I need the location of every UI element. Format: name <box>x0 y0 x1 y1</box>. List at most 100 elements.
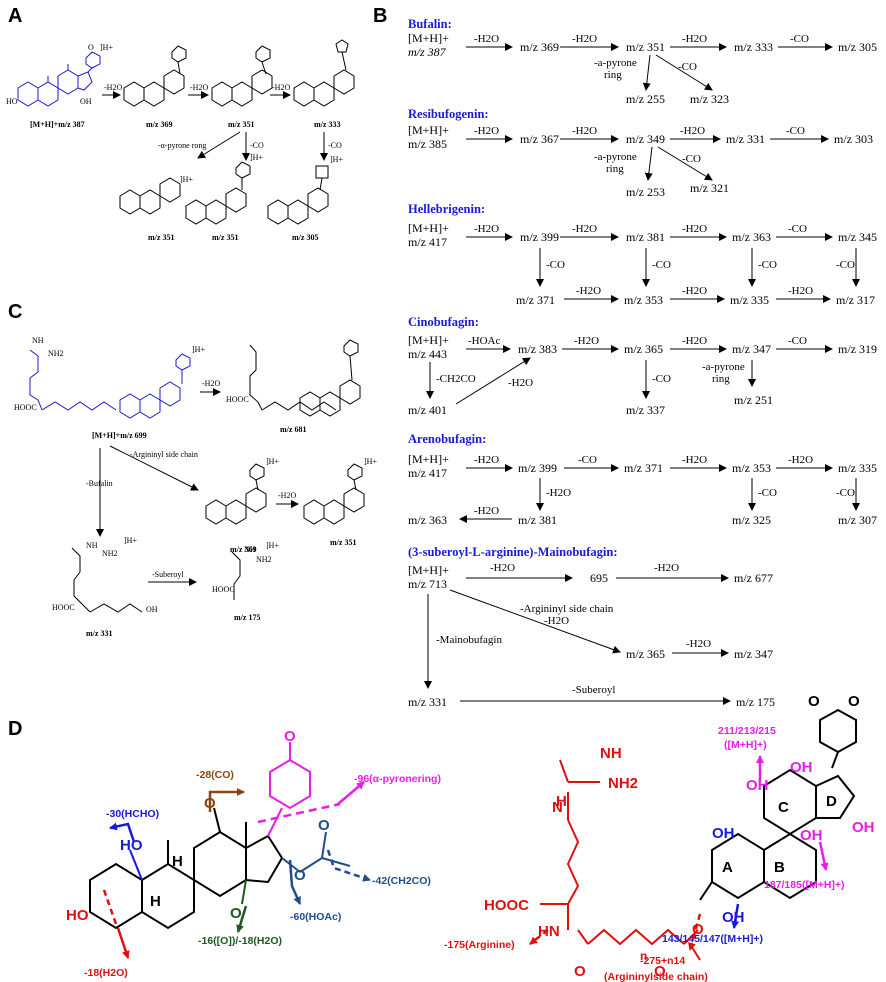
areno-mh: [M+H]+ <box>408 452 449 466</box>
areno-step-4: -H2O <box>788 454 813 466</box>
structure-c-351 <box>303 463 365 525</box>
bottom-3-hplus: ]H+ <box>330 155 343 164</box>
bufalin-pyrone-1: -a-pyrone <box>594 57 637 69</box>
c-hooc-1: HOOC <box>14 403 37 412</box>
resi-253: m/z 253 <box>626 185 665 199</box>
helle-335: m/z 335 <box>730 293 769 307</box>
step-a3: -H2O <box>272 83 290 92</box>
c-parent-mz: [M+H]+m/z 699 <box>92 431 147 440</box>
resi-step-2: -H2O <box>572 125 597 137</box>
c-hplus-175: ]H+ <box>266 541 279 550</box>
left-o-acetyl: O <box>318 817 330 834</box>
bufalin-pyrone-2: ring <box>604 69 622 81</box>
cino-pyrone-1: -a-pyrone <box>702 361 745 373</box>
c-hplus-369: ]H+ <box>266 457 279 466</box>
right-o-ester: O <box>654 963 666 980</box>
bottom-2-hplus: ]H+ <box>250 153 263 162</box>
c-mz-681: m/z 681 <box>280 425 306 434</box>
c-mz-175: m/z 175 <box>234 613 260 622</box>
left-ann-ch2co: -42(CH2CO) <box>372 875 431 887</box>
helle-step-2: -H2O <box>572 223 597 235</box>
cino-mh: [M+H]+ <box>408 333 449 347</box>
structure-c-369 <box>205 463 267 525</box>
resibufogenin-parent: m/z 385 <box>408 137 447 151</box>
bufalin-step-5: -CO <box>678 61 697 73</box>
mz-333-a: m/z 333 <box>314 120 340 129</box>
maino-parent: m/z 713 <box>408 577 447 591</box>
resi-arrow-5 <box>644 146 653 181</box>
structure-bottom-3 <box>267 165 329 225</box>
mainobufagin-title: (3-suberoyl-L-arginine)-Mainobufagin: <box>408 545 618 559</box>
resi-step-3: -H2O <box>680 125 705 137</box>
right-nh2: NH2 <box>608 775 638 792</box>
areno-step-8: -CO <box>836 487 855 499</box>
right-ann-bottom: 143/145/147([M+H]+) <box>662 933 763 945</box>
left-ho-3: HO <box>66 907 89 924</box>
cino-arrow-6 <box>455 357 531 405</box>
parent-ho-label: HO <box>6 97 18 106</box>
helle-parent: m/z 417 <box>408 235 447 249</box>
maino-step-4: -H2O <box>544 615 569 627</box>
maino-365: m/z 365 <box>626 647 665 661</box>
right-oh-3: OH <box>746 777 769 794</box>
cino-401: m/z 401 <box>408 403 447 417</box>
resi-step-5: -CO <box>682 153 701 165</box>
areno-381: m/z 381 <box>518 513 557 527</box>
bufalin-parent-structure <box>17 51 101 107</box>
bufalin-255: m/z 255 <box>626 92 665 106</box>
maino-step-2: -H2O <box>654 562 679 574</box>
panel-label-d: D <box>8 718 22 740</box>
c-mz-351: m/z 351 <box>330 538 356 547</box>
c-step-water: -H2O <box>202 379 220 388</box>
panel-c-scheme: NH NH2 HOOC ]H+ [M+H]+m/z 699 -H2O HOOC … <box>14 336 377 638</box>
helle-381: m/z 381 <box>626 230 665 244</box>
bufalin-parent: m/z 387 <box>408 45 447 59</box>
cino-365: m/z 365 <box>624 342 663 356</box>
resi-pyrone-1: -a-pyrone <box>594 151 637 163</box>
alpha-pyrone-ring <box>267 742 311 837</box>
right-nh: NH <box>600 745 622 762</box>
arenobufagin-title: Arenobufagin: <box>408 432 486 446</box>
resibufogenin-title: Resibufogenin: <box>408 107 489 121</box>
bottom-1-hplus: ]H+ <box>180 175 193 184</box>
areno-step-5: -H2O <box>546 487 571 499</box>
helle-bstep-1: -H2O <box>576 285 601 297</box>
right-arrow-bottom <box>731 903 740 929</box>
mz-351-a: m/z 351 <box>228 120 254 129</box>
structure-681 <box>249 339 361 417</box>
resi-arrow-6 <box>657 146 713 181</box>
left-ann-h2o: -18(H2O) <box>84 967 128 979</box>
areno-307: m/z 307 <box>838 513 877 527</box>
cinobufagin-title: Cinobufagin: <box>408 315 479 329</box>
maino-175: m/z 175 <box>736 695 775 709</box>
areno-335: m/z 335 <box>838 461 877 475</box>
right-hn: HN <box>538 923 560 940</box>
panel-b-pathways: Bufalin: [M+H]+ m/z 387 -H2O m/z 369 -H2… <box>408 17 877 709</box>
areno-353: m/z 353 <box>732 461 771 475</box>
conjugate-parent-structure <box>29 349 191 419</box>
step-a1: -H2O <box>104 83 122 92</box>
bufalin-arrow-6 <box>655 54 713 91</box>
bufalin-351: m/z 351 <box>626 40 665 54</box>
helle-317: m/z 317 <box>836 293 875 307</box>
arginine-suberoyl-chain <box>540 759 701 961</box>
cino-parent: m/z 443 <box>408 347 447 361</box>
helle-down-label-1: -CO <box>546 259 565 271</box>
step-a2: -H2O <box>190 83 208 92</box>
left-ann-co: -28(CO) <box>196 769 234 781</box>
left-ho-ch2: HO <box>120 837 143 854</box>
c-mz-369: m/z 369 <box>230 545 256 554</box>
bufalin-mh: [M+H]+ <box>408 31 449 45</box>
o-loss-arrow <box>236 905 248 933</box>
right-n-atom: N <box>552 799 563 816</box>
epoxide-bond <box>241 879 247 905</box>
acetyl-me-bond <box>321 857 351 867</box>
resi-331: m/z 331 <box>726 132 765 146</box>
cino-337: m/z 337 <box>626 403 665 417</box>
helle-step-3: -H2O <box>682 223 707 235</box>
areno-step-2: -CO <box>578 454 597 466</box>
right-oh-5: OH <box>800 827 823 844</box>
helle-353: m/z 353 <box>624 293 663 307</box>
ch2co-loss-arrow <box>326 849 371 882</box>
